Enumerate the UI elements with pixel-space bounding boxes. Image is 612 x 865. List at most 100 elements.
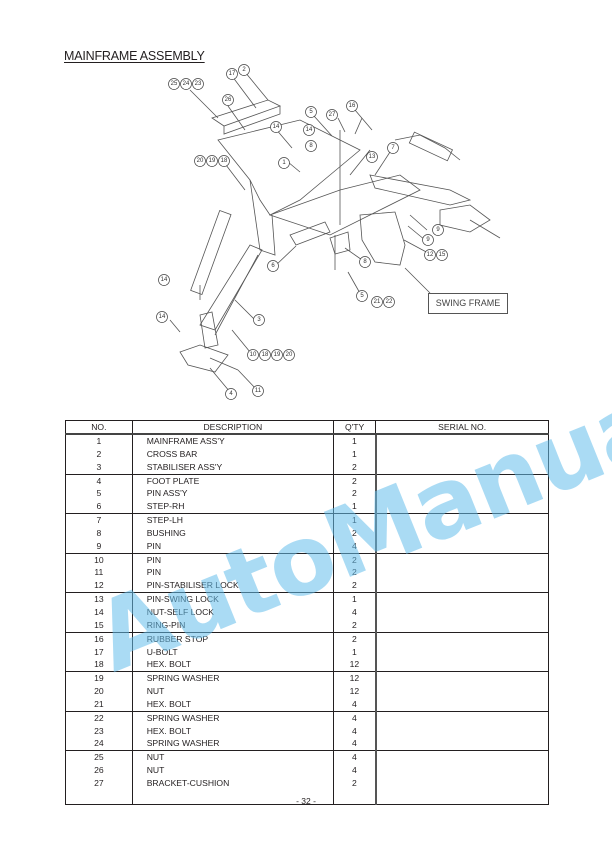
cell-description: BRACKET-CUSHION: [131, 776, 334, 790]
cell-description: NUT: [131, 750, 334, 765]
cell-qty: 12: [332, 658, 377, 673]
cell-serial: [375, 685, 549, 698]
cell-qty: 2: [332, 579, 377, 594]
svg-text:25: 25: [171, 81, 178, 87]
cell-no: 14: [65, 605, 133, 619]
cell-description: CROSS BAR: [131, 447, 334, 461]
cell-serial: [375, 592, 549, 606]
cell-no: 7: [65, 513, 133, 527]
svg-text:14: 14: [306, 127, 313, 133]
cell-description: SPRING WASHER: [131, 671, 334, 686]
cell-description: PIN ASS'Y: [131, 487, 334, 501]
svg-text:10: 10: [250, 352, 257, 358]
cell-no: 1: [65, 434, 133, 448]
svg-text:9: 9: [426, 237, 430, 243]
cell-description: RING-PIN: [131, 618, 334, 633]
cell-no: 26: [65, 764, 133, 777]
cell-qty: 12: [332, 685, 377, 698]
cell-serial: [375, 487, 549, 501]
cell-description: SPRING WASHER: [131, 711, 334, 725]
svg-text:5: 5: [309, 109, 313, 115]
svg-text:3: 3: [257, 317, 261, 323]
cell-description: RUBBER STOP: [131, 632, 334, 646]
cell-description: PIN: [131, 566, 334, 580]
table-header-row: NO. DESCRIPTION Q'TY SERIAL NO.: [65, 420, 549, 435]
cell-qty: 2: [332, 526, 377, 540]
svg-text:4: 4: [229, 391, 233, 397]
cell-qty: 4: [332, 697, 377, 712]
cell-serial: [375, 500, 549, 515]
cell-description: U-BOLT: [131, 645, 334, 659]
cell-no: 3: [65, 460, 133, 475]
cell-qty: 1: [332, 513, 377, 527]
exploded-assembly-diagram: 25 24 23 17 2 26 14 5 27 16 14 8 1 13 7 …: [150, 60, 530, 405]
cell-no: 8: [65, 526, 133, 540]
cell-description: HEX. BOLT: [131, 658, 334, 673]
svg-text:8: 8: [363, 259, 367, 265]
cell-description: NUT: [131, 764, 334, 777]
cell-no: 4: [65, 474, 133, 488]
cell-serial: [375, 539, 549, 554]
cell-qty: 1: [332, 447, 377, 461]
cell-description: PIN: [131, 539, 334, 554]
cell-no: 5: [65, 487, 133, 501]
cell-serial: [375, 566, 549, 580]
cell-description: NUT: [131, 685, 334, 698]
cell-qty: 4: [332, 605, 377, 619]
cell-serial: [375, 724, 549, 738]
cell-serial: [375, 618, 549, 633]
cell-serial: [375, 671, 549, 686]
swing-frame-label: SWING FRAME: [428, 293, 508, 314]
svg-text:19: 19: [209, 158, 216, 164]
cell-no: 16: [65, 632, 133, 646]
cell-serial: [375, 513, 549, 527]
cell-no: 22: [65, 711, 133, 725]
cell-qty: 2: [332, 566, 377, 580]
cell-qty: 2: [332, 618, 377, 633]
cell-no: 15: [65, 618, 133, 633]
cell-qty: 1: [332, 434, 377, 448]
cell-serial: [375, 526, 549, 540]
header-description: DESCRIPTION: [131, 420, 334, 435]
cell-serial: [375, 697, 549, 712]
cell-qty: 4: [332, 711, 377, 725]
cell-description: PIN: [131, 553, 334, 567]
cell-description: SPRING WASHER: [131, 737, 334, 752]
cell-qty: 2: [332, 460, 377, 475]
cell-qty: 1: [332, 645, 377, 659]
cell-serial: [375, 579, 549, 594]
table-spacer-row: [65, 789, 549, 805]
cell-no: 18: [65, 658, 133, 673]
cell-description: BUSHING: [131, 526, 334, 540]
cell-qty: 4: [332, 750, 377, 765]
cell-serial: [375, 605, 549, 619]
header-serial: SERIAL NO.: [375, 420, 549, 435]
svg-text:6: 6: [271, 263, 275, 269]
svg-text:22: 22: [386, 299, 393, 305]
cell-no: 2: [65, 447, 133, 461]
cell-qty: 2: [332, 487, 377, 501]
svg-text:23: 23: [195, 81, 202, 87]
cell-serial: [375, 460, 549, 475]
page-number: - 32 -: [296, 796, 316, 806]
page-title: MAINFRAME ASSEMBLY: [64, 49, 205, 63]
cell-no: 23: [65, 724, 133, 738]
svg-text:1: 1: [282, 160, 286, 166]
svg-text:14: 14: [161, 277, 168, 283]
cell-serial: [375, 776, 549, 790]
cell-qty: 4: [332, 737, 377, 752]
